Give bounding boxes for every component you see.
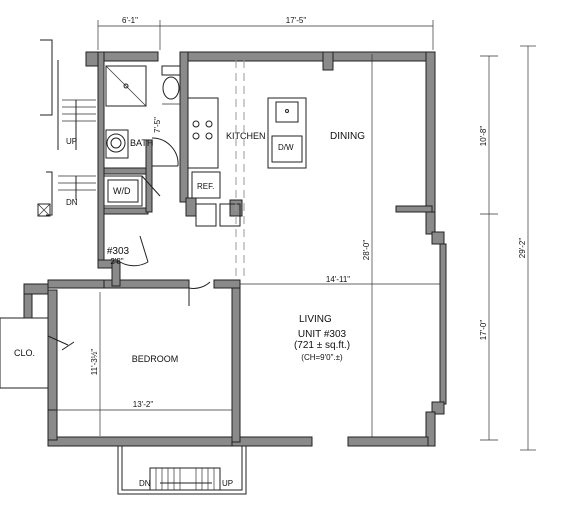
dim-right-lower: 17'-0" — [479, 320, 488, 341]
dishwasher-label: D/W — [278, 143, 294, 152]
dining-label: DINING — [330, 131, 365, 142]
dim-bedroom-depth: 11'-3½" — [90, 349, 99, 376]
closet: CLO. — [0, 317, 69, 389]
stair-up-bottom: UP — [222, 479, 233, 488]
dim-bedroom-width: 13'-2" — [133, 400, 154, 409]
bath-door-swing — [151, 137, 179, 167]
closet-label: CLO. — [14, 348, 35, 358]
kitchen-fixtures: D/W REF. KITCHEN — [187, 97, 307, 227]
bath-fixtures: BATH — [105, 65, 181, 167]
laundry: W/D — [103, 175, 161, 207]
dim-bath-width: 7'-5" — [153, 117, 162, 133]
bath-label: BATH — [130, 138, 153, 148]
dim-top-left: 6'-1" — [122, 16, 138, 25]
dim-top-right: 17'-5" — [286, 16, 307, 25]
dimension-lines — [56, 20, 536, 451]
stair-down-bottom: DN — [139, 479, 151, 488]
unit-name: UNIT #303 — [298, 329, 347, 340]
unit-area: (721 ± sq.ft.) — [294, 340, 350, 351]
refrigerator-label: REF. — [197, 182, 214, 191]
doors — [61, 235, 211, 351]
bedroom-label: BEDROOM — [132, 354, 179, 364]
living-label: LIVING — [299, 314, 332, 325]
dim-right-upper: 10'-8" — [479, 126, 488, 147]
stair-up-top: UP — [66, 137, 77, 146]
unit-ceiling: (CH=9'0".±) — [301, 353, 343, 362]
exterior-walls — [23, 51, 447, 447]
corridor-stairs: UP DN — [37, 39, 96, 217]
dim-right-total: 29'-2" — [518, 238, 527, 259]
dim-dining-depth: 28'-0" — [362, 240, 371, 261]
entry-tag: #303 — [107, 246, 130, 257]
kitchen-label: KITCHEN — [226, 131, 266, 141]
stair-down-top: DN — [66, 198, 78, 207]
washer-dryer-label: W/D — [113, 186, 131, 196]
balcony: DN UP — [117, 446, 247, 495]
ceiling-lines — [235, 60, 245, 280]
dim-entry-door: 2'8" — [110, 257, 123, 266]
dim-living-width: 14'-11" — [326, 275, 350, 284]
